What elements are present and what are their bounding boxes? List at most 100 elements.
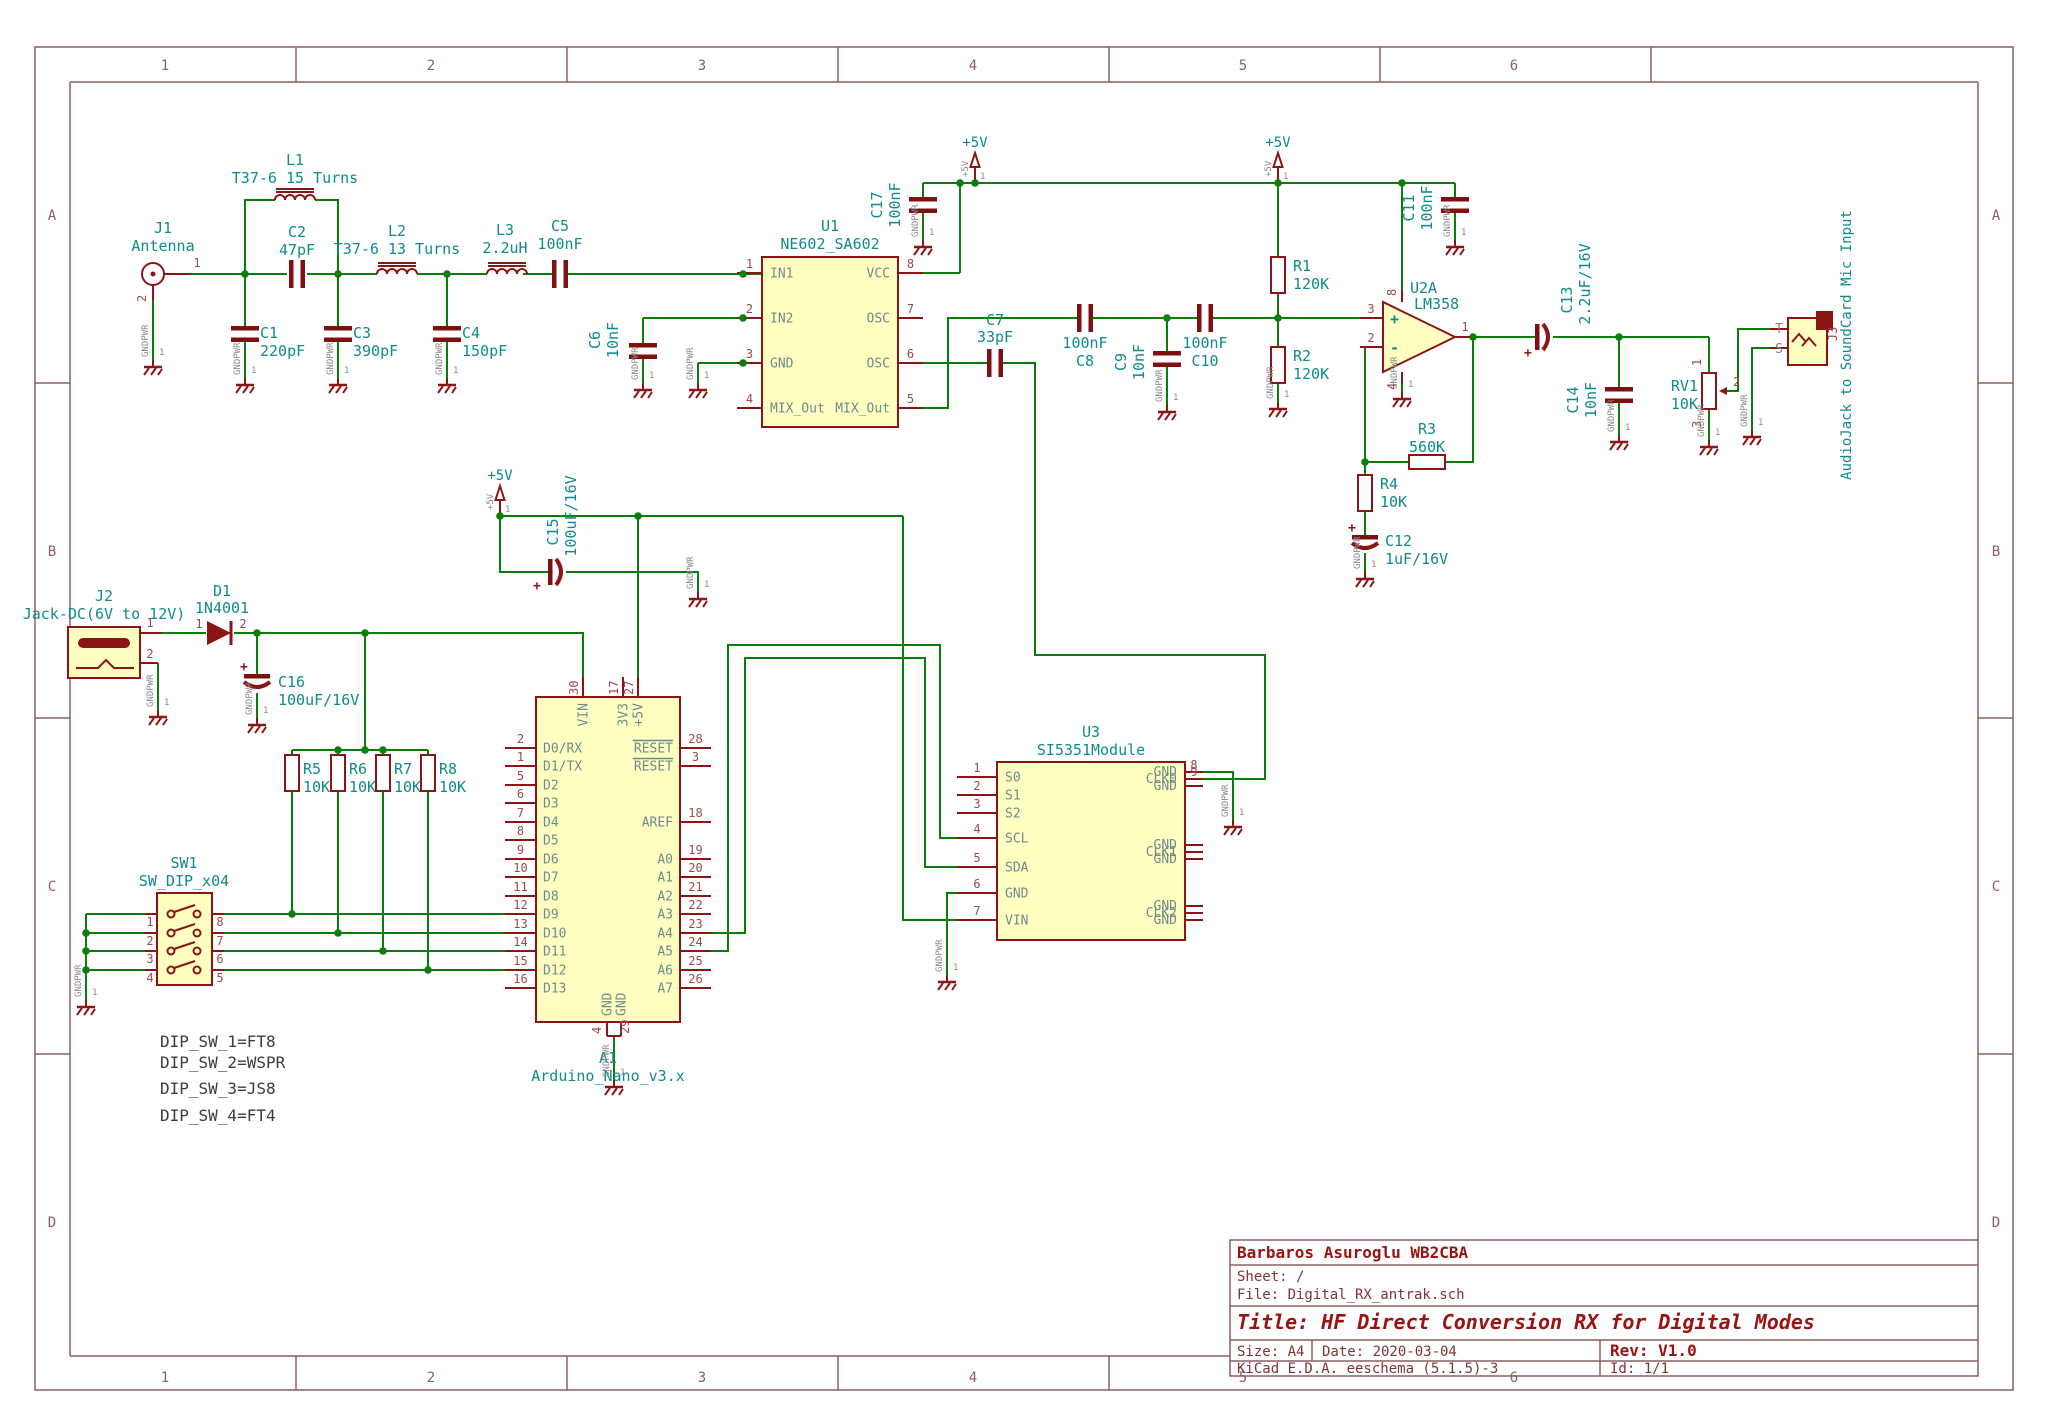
component-j2-dcjack[interactable]: J2 Jack-DC(6V to 12V) 1 2 — [23, 587, 186, 679]
sw1-blade-4[interactable] — [173, 960, 196, 969]
component-c5[interactable]: C5 100nF — [537, 217, 583, 288]
r3-ref: R3 — [1418, 420, 1436, 438]
u1-value: NE602_SA602 — [780, 235, 879, 253]
sw1-blade-3[interactable] — [173, 941, 196, 950]
c11-ref: C11 — [1400, 194, 1418, 221]
junction-dot — [334, 270, 342, 278]
d1-value: 1N4001 — [195, 599, 249, 617]
c14-value: 10nF — [1582, 382, 1600, 418]
frame-row-B: B — [1992, 544, 2000, 560]
component-r1[interactable]: R1 120K — [1270, 256, 1329, 294]
component-c8[interactable]: 100nF C8 — [1062, 304, 1108, 370]
component-c3[interactable]: C3 390pF — [324, 324, 398, 360]
component-c11[interactable]: C11 100nF — [1400, 185, 1469, 231]
junction-dot — [334, 746, 342, 754]
component-u2a-lm358[interactable]: + - U2A LM358 3 2 1 8 4 — [1360, 279, 1473, 390]
component-c2[interactable]: C2 47pF — [279, 223, 315, 288]
pin-number-26: 26 — [688, 972, 702, 986]
component-c13[interactable]: + C13 2.2uF/16V — [1524, 243, 1594, 361]
component-c10[interactable]: 100nF C10 — [1182, 304, 1228, 370]
component-c16[interactable]: + C16 100uF/16V — [240, 660, 359, 709]
component-l1[interactable]: L1 T37-6 15 Turns — [232, 151, 358, 201]
pin-name-D13: D13 — [543, 982, 566, 997]
component-r3[interactable]: R3 560K — [1408, 420, 1446, 470]
component-r7[interactable]: R7 10K — [375, 754, 421, 796]
sw1-pin-7: 7 — [216, 934, 223, 948]
l3-value: 2.2uH — [482, 239, 527, 257]
sw1-contact — [192, 946, 202, 956]
component-j3-audiojack[interactable]: T S J3 AudioJack to SoundCard Mic Input — [1770, 210, 1855, 480]
pin-name-SCL: SCL — [1005, 832, 1029, 847]
component-a1-arduino-nano[interactable]: A1 Arduino_Nano_v3.x 2D0/RX1D1/TX5D26D37… — [505, 677, 711, 1085]
component-c15[interactable]: + C15 100uF/16V — [533, 475, 580, 594]
frame-row-A: A — [1992, 208, 2001, 224]
component-c6[interactable]: C6 10nF — [586, 322, 657, 359]
pin-number-24: 24 — [688, 935, 702, 949]
note-dip3: DIP_SW_3=JS8 — [160, 1079, 276, 1098]
r6-ref: R6 — [349, 760, 367, 778]
component-j1-antenna[interactable]: J1 Antenna 1 2 — [131, 219, 200, 302]
c12-value: 1uF/16V — [1385, 550, 1448, 568]
c16-value: 100uF/16V — [278, 691, 359, 709]
pin-number-8: 8 — [907, 257, 914, 271]
sw1-contact — [166, 928, 176, 938]
pin-name-AREF: AREF — [642, 816, 673, 831]
pin-number-15: 15 — [513, 954, 527, 968]
component-u1-ne602[interactable]: U1 NE602_SA602 1IN12IN23GND4MIX_Out8VCC7… — [737, 217, 923, 428]
component-c12[interactable]: + C12 1uF/16V — [1348, 521, 1448, 568]
pin-number-30: 30 — [567, 681, 581, 695]
component-c17[interactable]: C17 100nF — [868, 182, 937, 228]
plus5v-symbol — [1263, 134, 1293, 184]
r5-value: 10K — [303, 778, 330, 796]
component-r5[interactable]: R5 10K — [284, 754, 330, 796]
component-c1[interactable]: C1 220pF — [231, 324, 305, 360]
pin-name-GND: GND — [1154, 913, 1178, 928]
component-c14[interactable]: C14 10nF — [1564, 382, 1633, 418]
c4-value: 150pF — [462, 342, 507, 360]
component-r6[interactable]: R6 10K — [330, 754, 376, 796]
c13-ref: C13 — [1558, 286, 1576, 313]
pin-name-D8: D8 — [543, 890, 559, 905]
pin-name-GND: GND — [770, 357, 794, 372]
component-l2[interactable]: L2 T37-6 13 Turns — [334, 222, 460, 275]
sw1-blade-1[interactable] — [173, 904, 196, 913]
plus5v-symbol — [960, 134, 990, 184]
junction-dot — [1615, 333, 1623, 341]
pin-number-17: 17 — [607, 681, 621, 695]
pin-number-28: 28 — [688, 732, 702, 746]
component-r4[interactable]: R4 10K — [1357, 474, 1407, 512]
component-r8[interactable]: R8 10K — [420, 754, 466, 796]
junction-dot — [443, 270, 451, 278]
pin-name-OSC: OSC — [867, 357, 890, 372]
component-u3-si5351[interactable]: U3 SI5351Module 1S02S13S24SCL5SDA6GND7VI… — [957, 723, 1203, 941]
sw1-blade-2[interactable] — [173, 923, 196, 932]
sw1-pin-3: 3 — [146, 952, 153, 966]
component-r2[interactable]: R2 120K — [1270, 346, 1329, 384]
pin-number-9: 9 — [517, 843, 524, 857]
component-c9[interactable]: C9 10nF — [1112, 344, 1181, 380]
pin-name-A2: A2 — [657, 890, 673, 905]
component-c4[interactable]: C4 150pF — [433, 324, 507, 360]
pin-name-D10: D10 — [543, 927, 566, 942]
pin-name-D1/TX: D1/TX — [543, 760, 582, 775]
pin-name-IN1: IN1 — [770, 267, 793, 282]
tb-date: Date: 2020-03-04 — [1322, 1344, 1457, 1360]
frame-row-C: C — [48, 879, 56, 895]
r8-value: 10K — [439, 778, 466, 796]
component-rv1-pot[interactable]: RV1 10K 1 2 3 — [1671, 359, 1740, 428]
pin-number-6: 6 — [907, 347, 914, 361]
frame-col-6: 6 — [1510, 58, 1518, 74]
c1-value: 220pF — [260, 342, 305, 360]
u2a-value: LM358 — [1414, 295, 1459, 313]
component-c7[interactable]: C7 33pF — [977, 311, 1013, 377]
component-d1-diode[interactable]: D1 1N4001 1 2 — [195, 582, 249, 645]
j1-ref: J1 — [154, 219, 172, 237]
c2-value: 47pF — [279, 241, 315, 259]
junction-dot — [379, 746, 387, 754]
pin-name-D5: D5 — [543, 834, 559, 849]
frame-col-3: 3 — [698, 1370, 706, 1386]
component-l3[interactable]: L3 2.2uH — [482, 221, 528, 275]
c12-plus: + — [1348, 521, 1356, 536]
junction-dot — [1469, 333, 1477, 341]
